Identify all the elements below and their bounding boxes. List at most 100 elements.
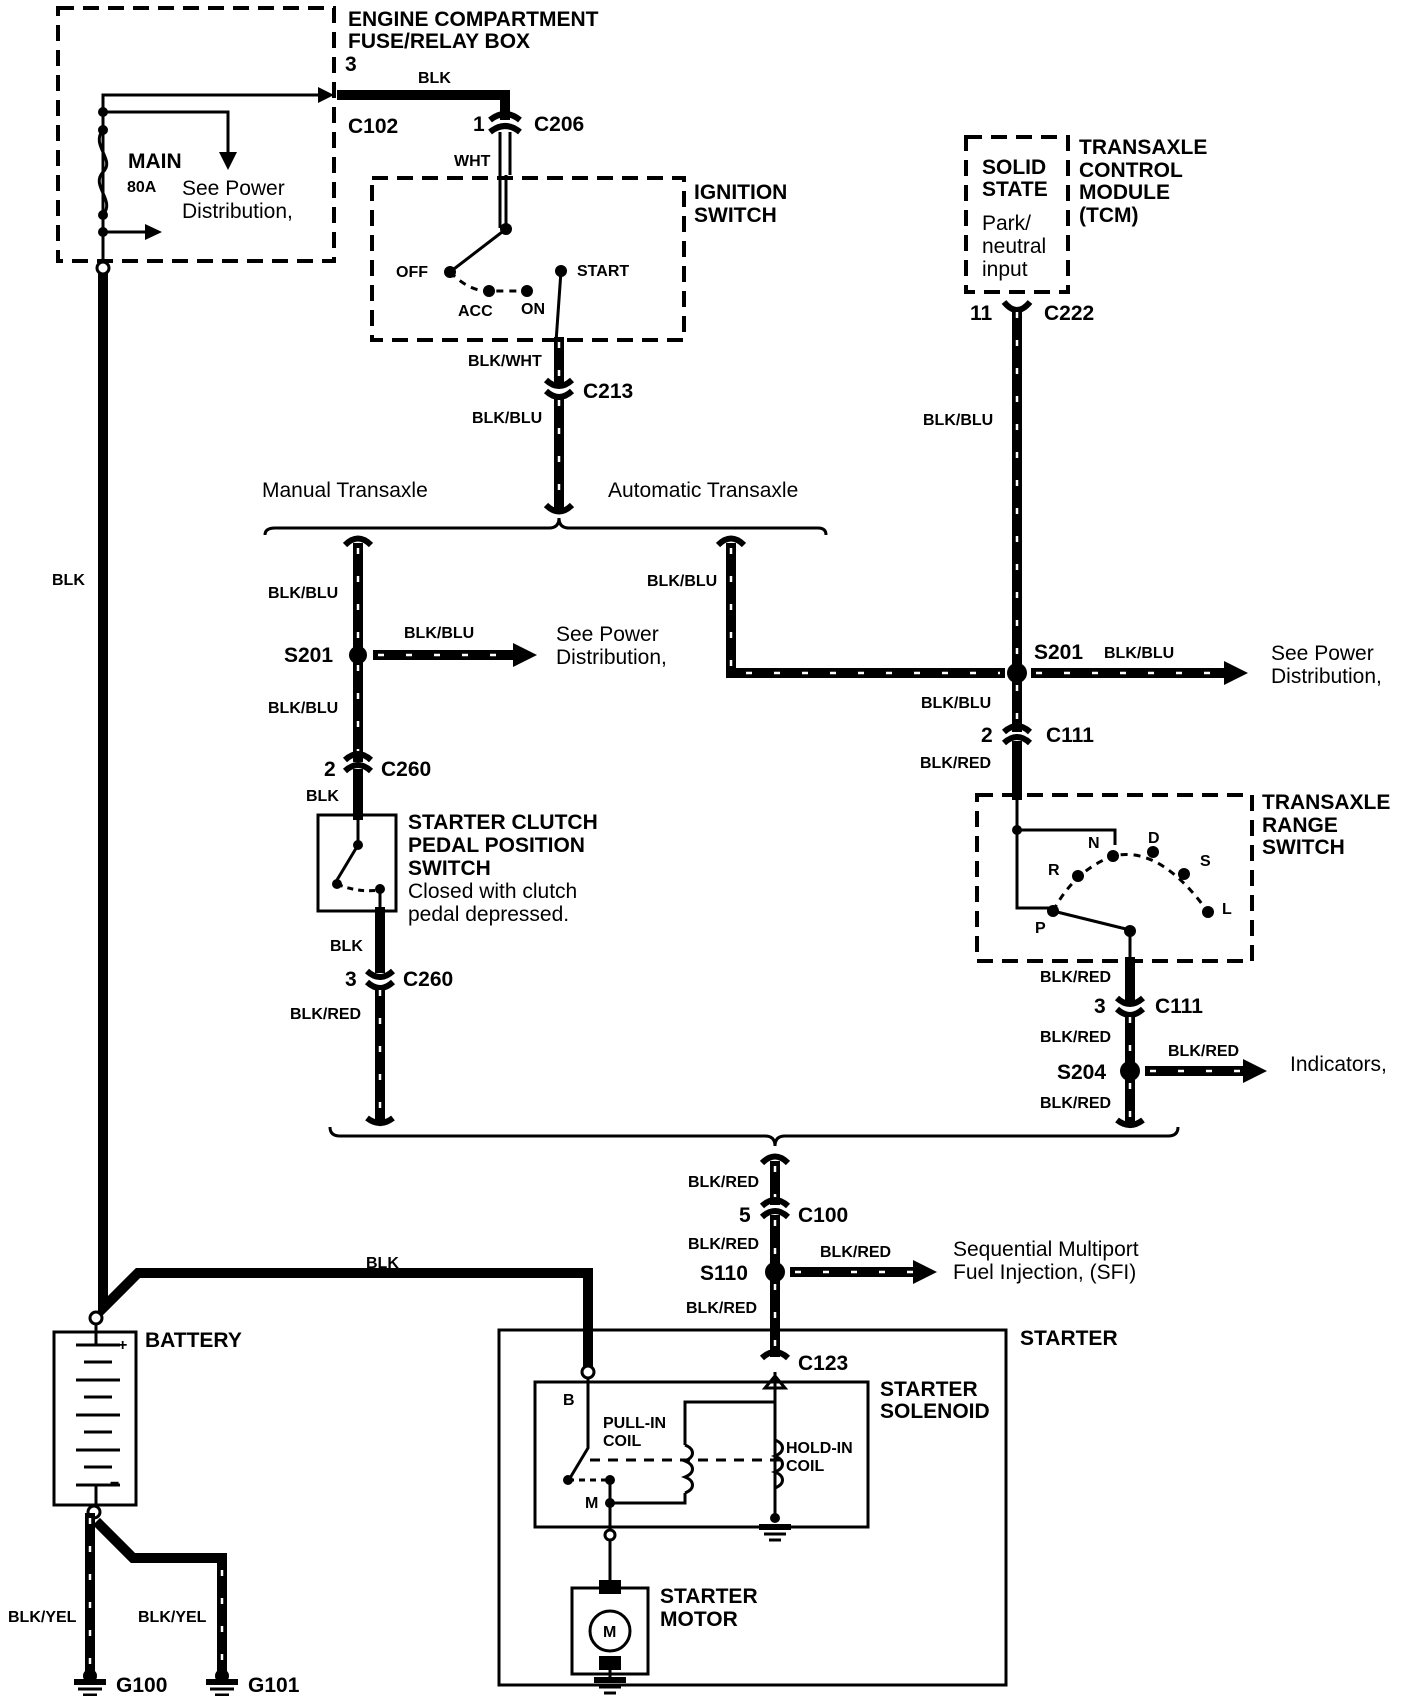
pull-in-coil-label-1: PULL-IN [603, 1415, 666, 1432]
wire-label-feed-mid: BLK/RED [688, 1236, 759, 1253]
clutch-switch-note-2: pedal depressed. [408, 903, 569, 926]
tcm-state-2: STATE [982, 178, 1048, 201]
wire-label-s204: BLK/RED [1168, 1043, 1239, 1060]
wire-label-blk-clutch-bottom: BLK [330, 938, 363, 955]
wire-label-blk-clutch-top: BLK [306, 788, 339, 805]
c206-label: C206 [534, 113, 584, 136]
wire-label-range-top: BLK/RED [920, 755, 991, 772]
fuse-box-title-2: FUSE/RELAY BOX [348, 30, 530, 53]
starter-feed-circuit: BLK/RED 5 C100 BLK/RED S110 BLK/RED Sequ… [686, 1153, 1139, 1375]
c222-pin: 11 [970, 302, 993, 325]
c102-label: C102 [348, 115, 398, 138]
g101-label: G101 [248, 1674, 300, 1696]
clutch-switch-note-1: Closed with clutch [408, 880, 577, 903]
battery: + − BATTERY [52, 1324, 242, 1507]
c111-top-label: C111 [1046, 724, 1094, 747]
tcm-title-1: TRANSAXLE [1079, 136, 1207, 159]
clutch-switch-title-1: STARTER CLUTCH [408, 811, 598, 834]
ignition-pos-start: START [577, 263, 629, 280]
solenoid-title-1: STARTER [880, 1378, 978, 1401]
s204-label: S204 [1057, 1061, 1106, 1084]
automatic-transaxle-circuit: BLK/BLU SOLID STATE Park/ neutral input … [647, 135, 1390, 1128]
fuse-box-pin: 3 [345, 53, 357, 76]
wire-label-feed-bottom: BLK/RED [686, 1300, 757, 1317]
range-switch-title-1: TRANSAXLE [1262, 791, 1390, 814]
clutch-switch-title-2: PEDAL POSITION [408, 834, 585, 857]
ignition-pos-off: OFF [396, 264, 428, 281]
range-switch-title-2: RANGE [1262, 814, 1338, 837]
ignition-pos-on: ON [521, 301, 545, 318]
c260-bottom-label: C260 [403, 968, 453, 991]
c111-bottom-label: C111 [1155, 995, 1203, 1018]
wire-label-blk-wht: BLK/WHT [468, 353, 542, 370]
main-fuse-symbol [97, 129, 109, 216]
ignition-switch-title-2: SWITCH [694, 204, 777, 227]
s201-manual-note-1: See Power [556, 623, 659, 646]
splice-s204 [1120, 1061, 1140, 1081]
s201-manual-label: S201 [284, 644, 333, 667]
clutch-switch-title-3: SWITCH [408, 857, 491, 880]
range-switch-title-3: SWITCH [1262, 836, 1345, 859]
splice-s201-manual [349, 646, 367, 664]
starter-solenoid-box [533, 1380, 870, 1529]
g100-label: G100 [116, 1674, 167, 1696]
main-fuse-rating: 80A [127, 179, 157, 196]
wire-label-blk-fusebox: BLK [418, 70, 451, 87]
battery-minus: − [110, 1475, 119, 1492]
motor-symbol-label: M [603, 1624, 616, 1641]
c100-label: C100 [798, 1204, 848, 1227]
ignition-switch: IGNITION SWITCH OFF ACC ON START [370, 175, 787, 343]
tcm-input-3: input [982, 258, 1028, 281]
hold-in-coil-label-1: HOLD-IN [786, 1440, 853, 1457]
fuse-box-note-2: Distribution, [182, 200, 293, 223]
c260-bottom-pin: 3 [345, 968, 357, 991]
starter-title: STARTER [1020, 1327, 1118, 1350]
tcm-box [964, 135, 1070, 294]
range-switch-box [975, 793, 1254, 963]
s110-label: S110 [700, 1262, 748, 1285]
fuse-box-title-1: ENGINE COMPARTMENT [348, 8, 599, 31]
branch-manual-label: Manual Transaxle [262, 479, 428, 502]
c123-label: C123 [798, 1352, 848, 1375]
wire-label-wht: WHT [454, 153, 491, 170]
range-pos-n: N [1088, 835, 1100, 852]
hold-in-coil-symbol [770, 1438, 784, 1490]
c213-label: C213 [583, 380, 633, 403]
wire-label-s201-auto: BLK/BLU [1104, 645, 1174, 662]
starter-motor-title-2: MOTOR [660, 1608, 738, 1631]
battery-label: BATTERY [145, 1329, 242, 1352]
tcm-title-3: MODULE [1079, 181, 1170, 204]
hold-in-coil-label-2: COIL [786, 1458, 824, 1475]
wire-label-s110: BLK/RED [820, 1244, 891, 1261]
wire-label-blk-starter: BLK [366, 1255, 399, 1272]
wire-label-range-lower: BLK/RED [1040, 1029, 1111, 1046]
c206-pin: 1 [473, 113, 485, 136]
c222-label: C222 [1044, 302, 1094, 325]
manual-transaxle-circuit: BLK/BLU S201 BLK/BLU See Power Distribut… [268, 535, 667, 1126]
fuse-relay-box: ENGINE COMPARTMENT FUSE/RELAY BOX MAIN 8… [56, 6, 599, 276]
c260-top-label: C260 [381, 758, 431, 781]
tcm-input-1: Park/ [982, 212, 1031, 235]
terminal-b: B [563, 1392, 575, 1409]
wire-label-s201-manual: BLK/BLU [404, 625, 474, 642]
s201-auto-note-1: See Power [1271, 642, 1374, 665]
range-pos-s: S [1200, 853, 1211, 870]
c111-bottom-pin: 3 [1094, 995, 1106, 1018]
wire-label-range-mid: BLK/RED [1040, 969, 1111, 986]
wire-label-range-bottom: BLK/RED [1040, 1095, 1111, 1112]
s201-auto-label: S201 [1034, 641, 1083, 664]
wire-label-auto-branch: BLK/BLU [647, 573, 717, 590]
s201-auto-note-2: Distribution, [1271, 665, 1382, 688]
s201-manual-note-2: Distribution, [556, 646, 667, 669]
wire-label-g101: BLK/YEL [138, 1609, 207, 1626]
terminal-m: M [585, 1495, 598, 1512]
solenoid-title-2: SOLENOID [880, 1400, 990, 1423]
c260-top-pin: 2 [324, 758, 336, 781]
battery-plus: + [118, 1337, 127, 1354]
pull-in-coil-label-2: COIL [603, 1433, 641, 1450]
wire-label-auto-below-s201: BLK/BLU [921, 695, 991, 712]
wire-label-manual-mid: BLK/BLU [268, 700, 338, 717]
splice-s201-auto [1007, 663, 1027, 683]
range-pos-l: L [1222, 901, 1232, 918]
